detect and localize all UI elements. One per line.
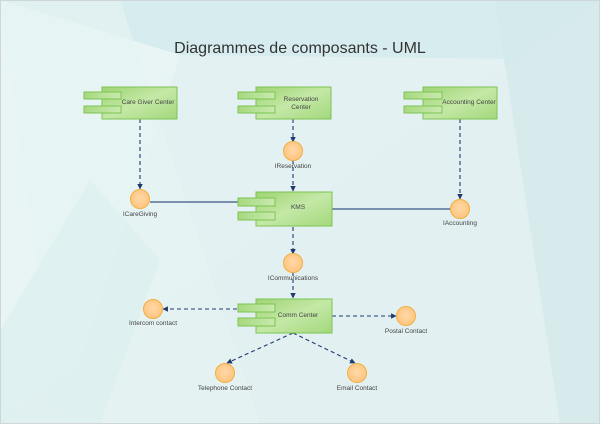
component-label-line1: Reservation bbox=[284, 96, 319, 103]
component-reservation-center[interactable]: Reservation Center bbox=[237, 86, 332, 120]
connector-comm-to-email bbox=[292, 332, 356, 364]
component-label: KMS bbox=[291, 204, 306, 211]
interface-label: Intercom contact bbox=[129, 320, 177, 327]
component-label: Accounting Center bbox=[442, 99, 496, 106]
connectors bbox=[137, 119, 463, 364]
interface-intercom-contact[interactable]: Intercom contact bbox=[129, 299, 177, 328]
diagram-title: Diagrammes de composants - UML bbox=[174, 40, 426, 57]
interface-label: IReservation bbox=[275, 163, 312, 170]
component-kms[interactable]: KMS bbox=[237, 191, 333, 227]
interface-icaregiving[interactable]: ICareGiving bbox=[123, 189, 158, 219]
component-accounting-center[interactable]: Accounting Center bbox=[403, 86, 498, 120]
interface-label: ICommunications bbox=[268, 275, 319, 282]
component-care-giver-center[interactable]: Care Giver Center bbox=[83, 86, 178, 120]
interface-iaccounting[interactable]: IAccounting bbox=[443, 199, 477, 228]
interface-label: IAccounting bbox=[443, 220, 477, 227]
component-comm-center[interactable]: Comm Center bbox=[237, 298, 333, 334]
component-label: Comm Center bbox=[278, 312, 319, 319]
interface-label: ICareGiving bbox=[123, 211, 158, 218]
component-label-line2: Center bbox=[291, 104, 311, 111]
interface-label: Telephone Contact bbox=[198, 385, 252, 392]
interface-ireservation[interactable]: IReservation bbox=[275, 141, 312, 171]
interface-telephone-contact[interactable]: Telephone Contact bbox=[198, 363, 252, 393]
interface-label: Email Contact bbox=[337, 385, 378, 392]
component-label: Care Giver Center bbox=[122, 99, 176, 106]
connector-comm-to-telephone bbox=[226, 332, 294, 364]
interface-label: Postal Contact bbox=[385, 328, 427, 335]
interface-postal-contact[interactable]: Postal Contact bbox=[385, 306, 427, 336]
interface-email-contact[interactable]: Email Contact bbox=[337, 363, 378, 393]
interface-icommunications[interactable]: ICommunications bbox=[268, 253, 319, 283]
